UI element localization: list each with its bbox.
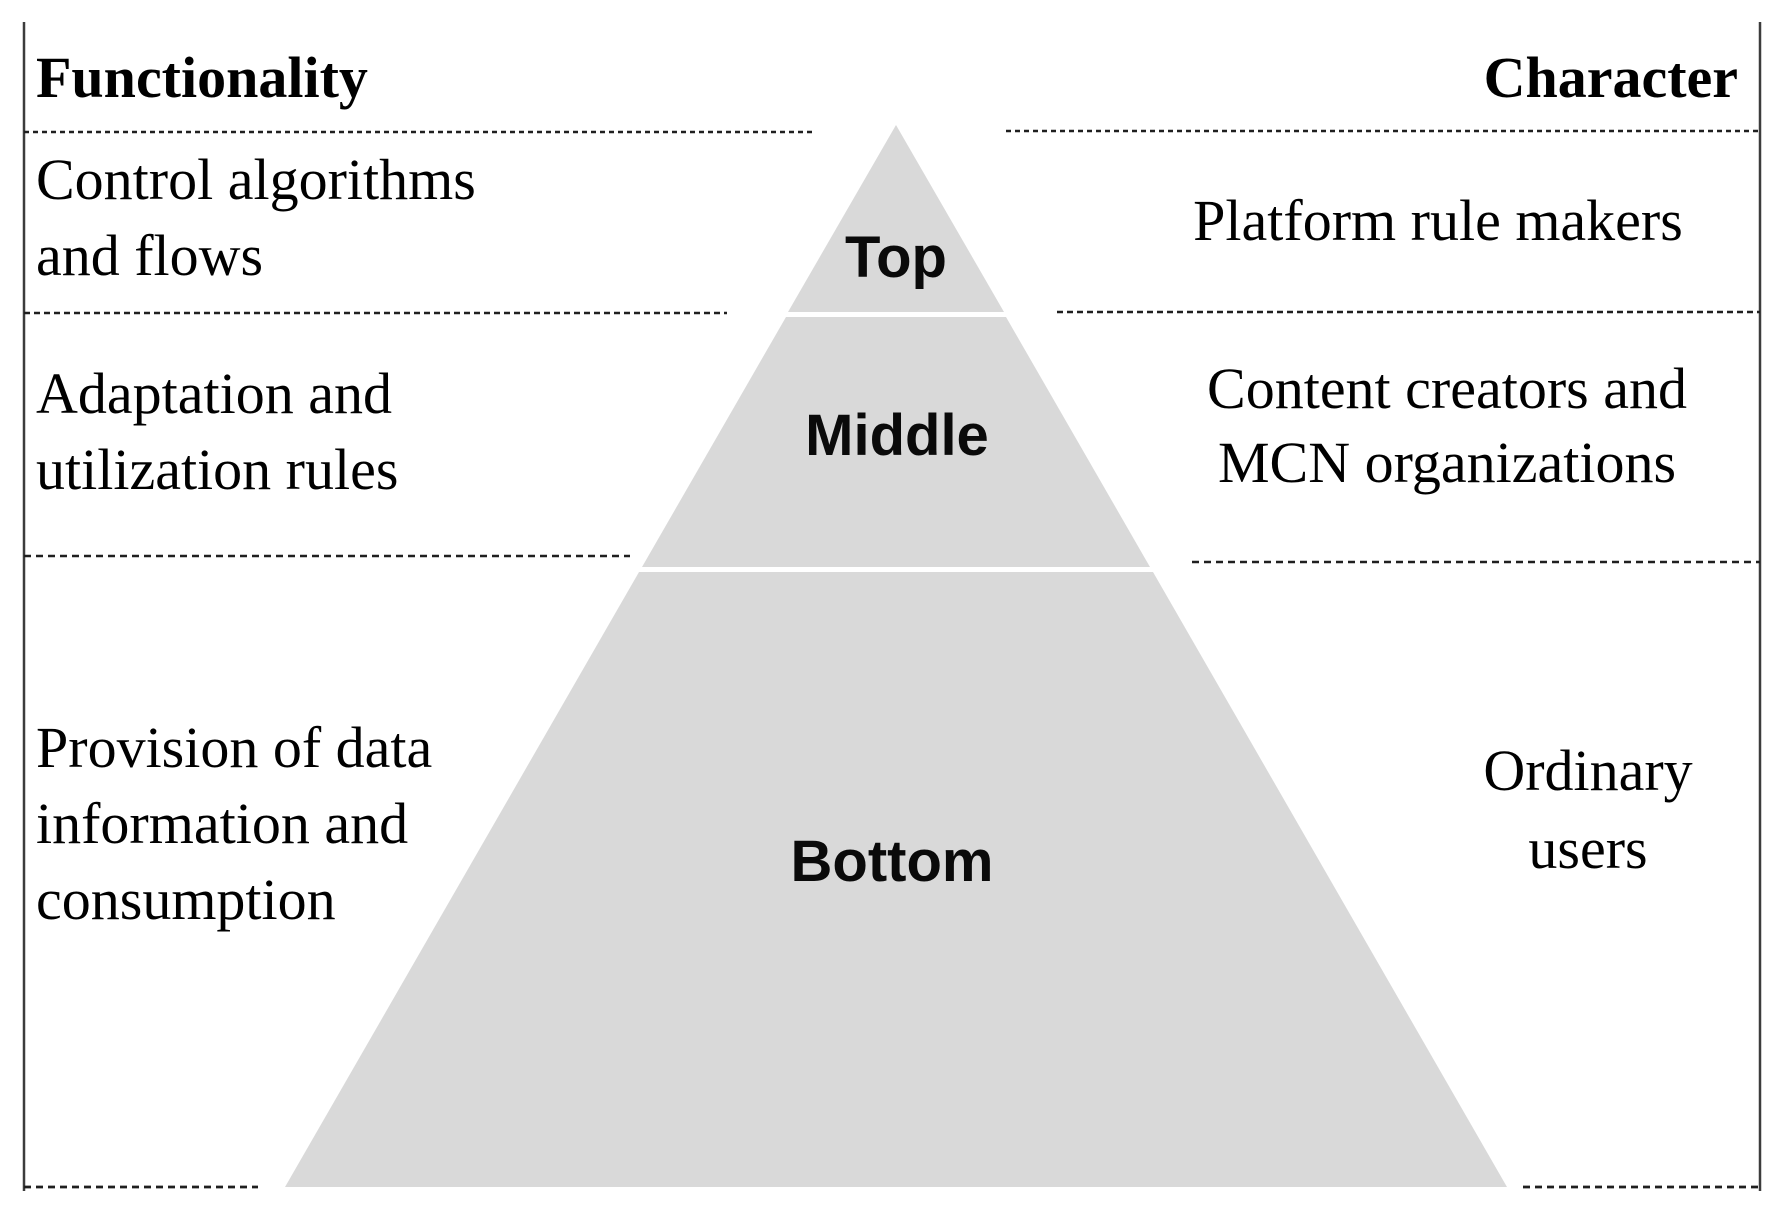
character-header: Character <box>1483 45 1738 110</box>
functionality-header: Functionality <box>36 45 368 110</box>
pyramid-middle-label: Middle <box>805 403 989 468</box>
pyramid-middle-level <box>642 317 1150 567</box>
character-row-top: Platform rule makers <box>1193 188 1683 253</box>
functionality-row-top: Control algorithms and flows <box>36 147 476 288</box>
character-row-bottom: Ordinary users <box>1483 738 1693 881</box>
character-row-middle: Content creators and MCN organizations <box>1207 356 1687 495</box>
pyramid-top-label: Top <box>845 225 947 290</box>
functionality-row-bottom: Provision of data information and consum… <box>36 715 433 932</box>
pyramid-bottom-label: Bottom <box>790 829 994 894</box>
pyramid-top-level <box>788 125 1004 312</box>
pyramid-bottom-level <box>285 572 1507 1187</box>
functionality-row-middle: Adaptation and utilization rules <box>36 361 399 502</box>
